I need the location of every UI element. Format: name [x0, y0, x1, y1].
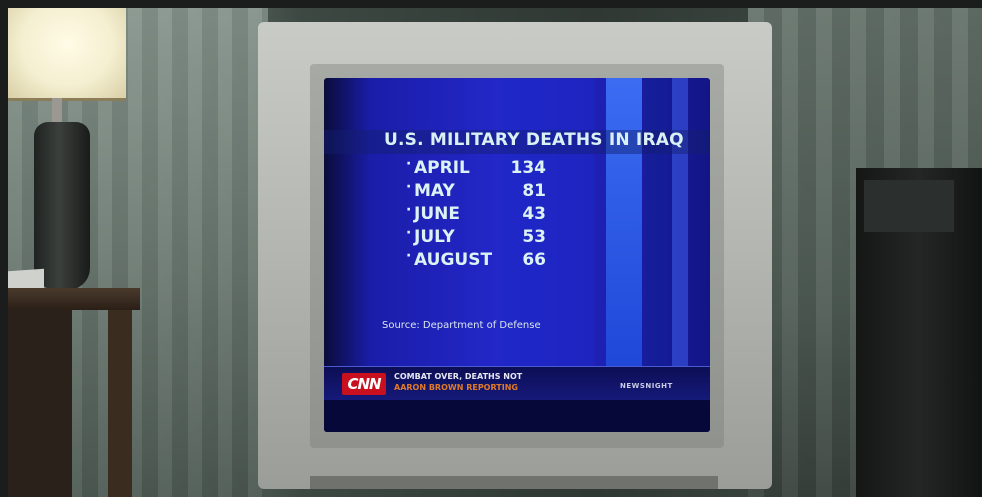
month-label: MAY [414, 181, 455, 201]
month-label: JULY [414, 227, 455, 247]
source-note: Source: Department of Defense [382, 320, 541, 331]
cabinet-door [864, 180, 954, 232]
cnn-logo: CNN [342, 373, 386, 395]
death-count: 134 [510, 158, 547, 178]
tv-screen: U.S. MILITARY DEATHS IN IRAQ · APRIL 134… [324, 78, 710, 432]
title-band [324, 130, 710, 154]
month-label: JUNE [414, 204, 460, 224]
lower-third-banner: CNN COMBAT OVER, DEATHS NOT AARON BROWN … [324, 366, 710, 401]
show-name: NEWSNIGHT [620, 382, 673, 390]
headline-text: COMBAT OVER, DEATHS NOT [394, 372, 523, 381]
anchor-text: AARON BROWN REPORTING [394, 383, 518, 392]
bullet: · [406, 225, 412, 241]
background-stripe [502, 78, 594, 372]
background-stripe [606, 78, 642, 372]
month-label: APRIL [414, 158, 470, 178]
bullet: · [406, 248, 412, 264]
television-stand [310, 476, 718, 489]
graphic-title: U.S. MILITARY DEATHS IN IRAQ [384, 130, 684, 150]
death-count: 53 [522, 227, 546, 247]
lampshade [8, 8, 126, 101]
bullet: · [406, 179, 412, 195]
lamp-neck [52, 98, 62, 122]
side-table-top [8, 288, 140, 310]
side-table-leg [108, 310, 132, 497]
death-count: 81 [522, 181, 546, 201]
death-count: 43 [522, 204, 546, 224]
screen-bottom-strip [324, 400, 710, 432]
bullet: · [406, 202, 412, 218]
month-label: AUGUST [414, 250, 493, 270]
background-stripe [672, 78, 688, 372]
death-count: 66 [522, 250, 546, 270]
background-stripe [646, 78, 668, 372]
side-table-side [8, 310, 72, 497]
bullet: · [406, 156, 412, 172]
lamp-base [34, 122, 90, 290]
